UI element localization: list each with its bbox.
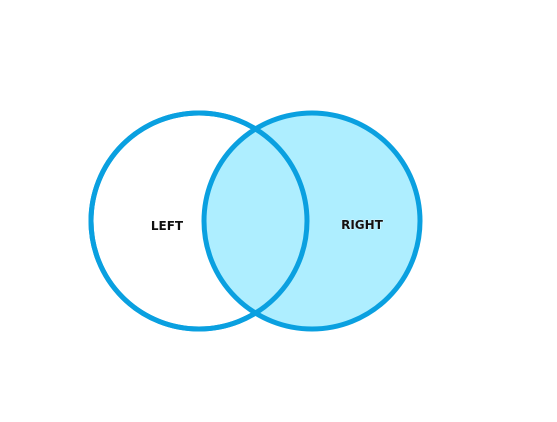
right-circle (201, 110, 423, 332)
left-circle-outline (88, 110, 310, 332)
right-label: RIGHT (341, 218, 384, 232)
left-label: LEFT (151, 219, 184, 233)
